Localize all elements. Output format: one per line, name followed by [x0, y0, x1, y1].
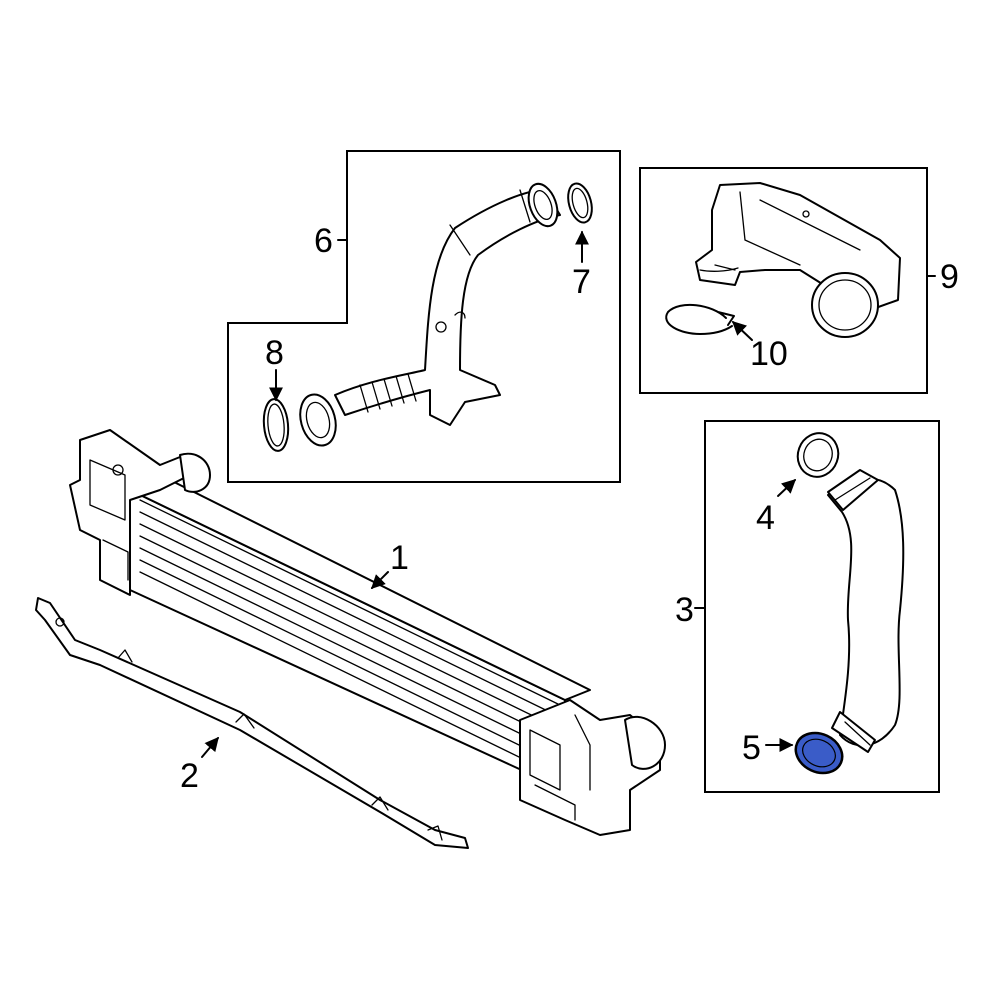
charge-pipe-part-6[interactable] — [295, 180, 563, 450]
deflector-part-2[interactable] — [35, 597, 469, 849]
callout-7: 7 — [572, 263, 591, 301]
group-box-3 — [704, 420, 940, 793]
callout-6: 6 — [314, 222, 333, 260]
air-duct-part-9[interactable] — [695, 182, 901, 338]
leader-lines — [201, 230, 936, 758]
group-box-9 — [639, 167, 928, 394]
o-ring-part-7[interactable] — [564, 181, 596, 225]
callout-9: 9 — [940, 258, 959, 296]
callout-10: 10 — [750, 335, 788, 373]
callout-5: 5 — [742, 729, 761, 767]
group-box-6 — [227, 150, 621, 483]
intercooler-part-1[interactable] — [69, 429, 666, 836]
hose-part-3[interactable] — [827, 469, 905, 753]
callout-1: 1 — [390, 539, 409, 577]
snap-ring-part-10[interactable] — [665, 303, 735, 335]
callout-3: 3 — [675, 591, 694, 629]
callout-2: 2 — [180, 757, 199, 795]
callout-4: 4 — [756, 499, 775, 537]
o-ring-part-8[interactable] — [262, 398, 290, 452]
callout-8: 8 — [265, 334, 284, 372]
o-ring-part-4[interactable] — [792, 427, 845, 482]
